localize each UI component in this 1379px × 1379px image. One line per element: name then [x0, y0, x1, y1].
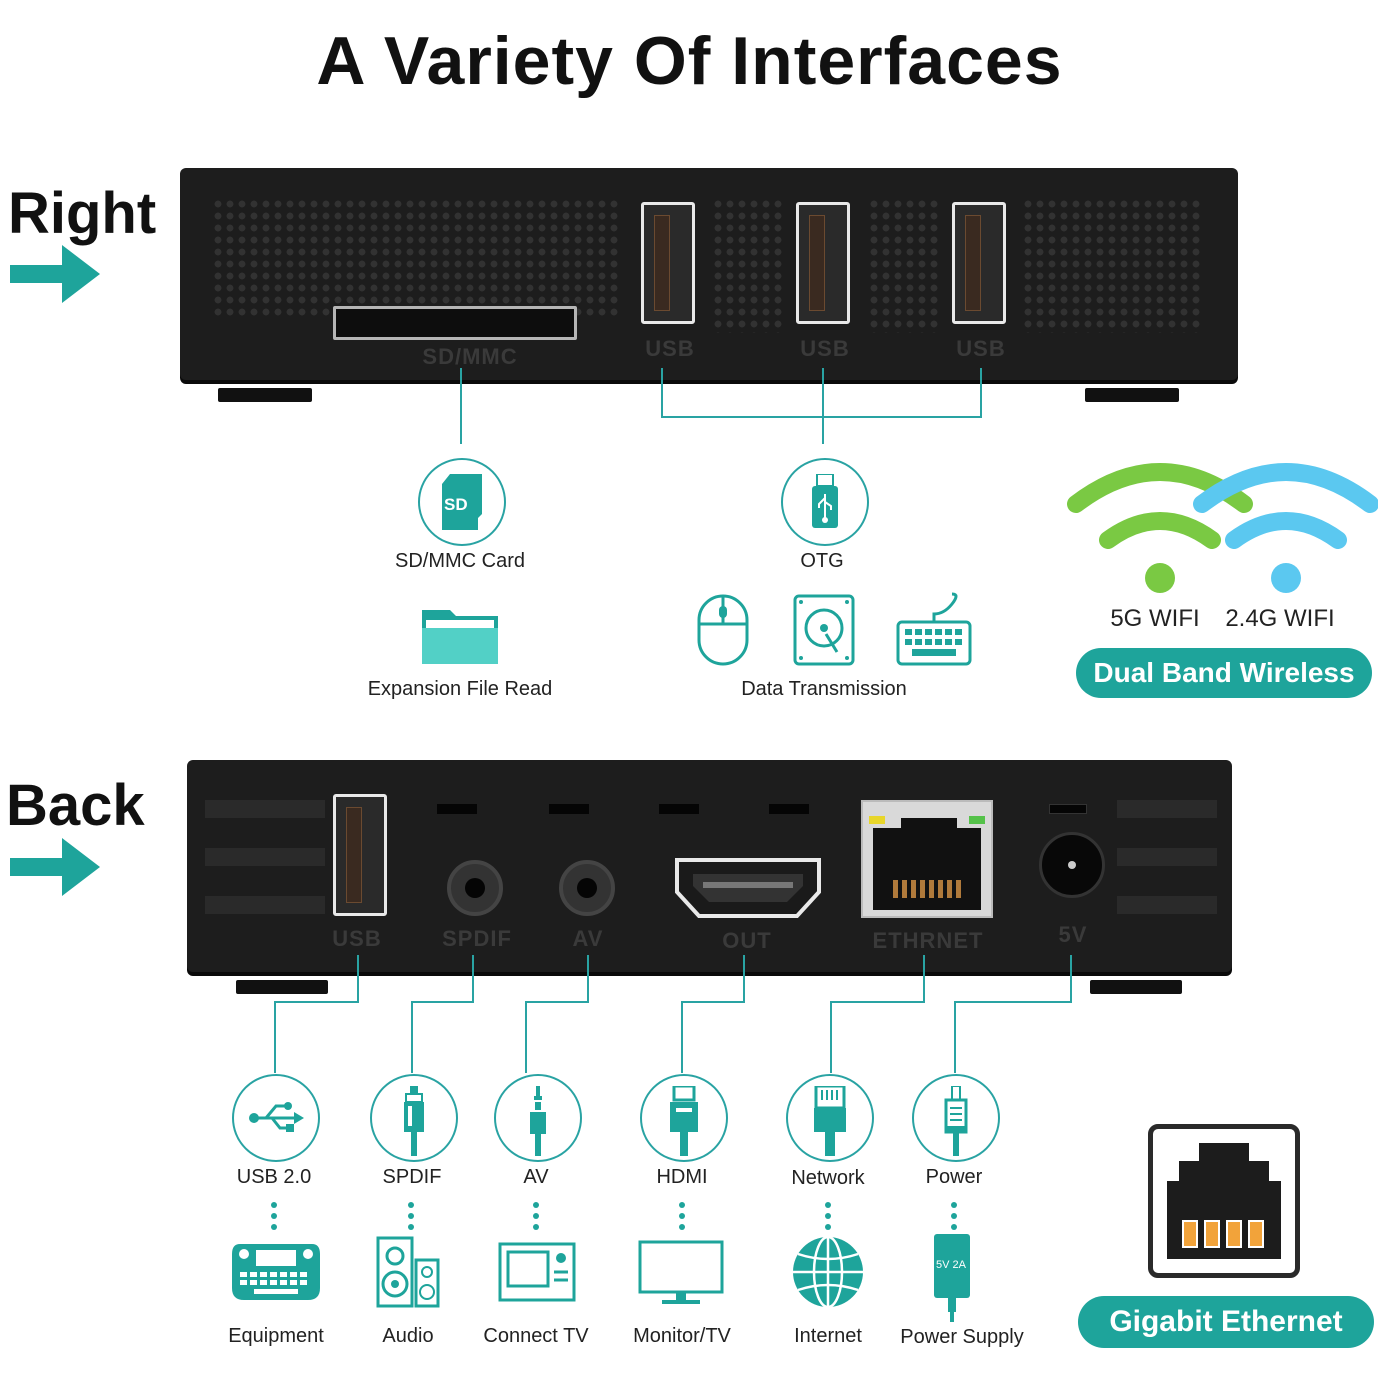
dc-power-jack[interactable]: [1039, 832, 1105, 898]
dual-band-badge: Dual Band Wireless: [1076, 648, 1372, 698]
mini-keyboard-icon: [232, 1244, 320, 1300]
wifi-24g-label: 2.4G WIFI: [1225, 605, 1335, 632]
port-label: Network: [791, 1167, 865, 1189]
spdif-jack[interactable]: [447, 860, 503, 916]
sd-engraving: SD/MMC: [422, 344, 518, 369]
speakers-icon: [376, 1236, 440, 1308]
port-label: SPDIF: [382, 1166, 442, 1188]
usb-port-2[interactable]: [796, 202, 850, 324]
back-arrow-icon: [10, 838, 100, 896]
vent-grill: [712, 198, 782, 333]
dot-separator: [679, 1202, 685, 1235]
port-label: AV: [523, 1166, 549, 1188]
vent-grill: [1022, 198, 1202, 333]
folder-icon: [422, 610, 498, 664]
device-label: Internet: [794, 1325, 862, 1347]
page-title: A Variety Of Interfaces: [316, 23, 1063, 99]
connector-line: [661, 416, 982, 418]
right-label: Right: [8, 181, 157, 246]
otg-circle: [781, 458, 869, 546]
rj45-cable-icon: [814, 1086, 846, 1156]
tv-icon: [498, 1242, 576, 1302]
right-device-panel: SD/MMC USB USB USB: [180, 168, 1238, 380]
device-foot: [236, 980, 328, 994]
gigabit-ethernet-badge: Gigabit Ethernet: [1078, 1296, 1374, 1348]
usb-symbol-icon: [249, 1102, 304, 1132]
device-foot: [218, 388, 312, 402]
device-label: Equipment: [228, 1325, 324, 1347]
av-engraving: AV: [572, 926, 604, 951]
mouse-icon: [697, 594, 749, 666]
port-label: HDMI: [656, 1166, 708, 1188]
data-transmission-label: Data Transmission: [741, 678, 907, 700]
power-engraving: 5V: [1058, 922, 1088, 947]
right-arrow-icon: [10, 245, 100, 303]
otg-label: OTG: [800, 550, 844, 572]
ethernet-engraving: ETHRNET: [872, 928, 984, 953]
hard-disk-icon: [793, 594, 855, 666]
port-label: USB 2.0: [236, 1166, 312, 1188]
device-label: Power Supply: [900, 1326, 1024, 1348]
device-foot: [1085, 388, 1179, 402]
ethernet-port[interactable]: [861, 800, 993, 918]
usb-engraving: USB: [645, 336, 695, 361]
sd-card-label: SD/MMC Card: [394, 550, 525, 572]
vent-grill: [212, 198, 622, 318]
back-usb-port[interactable]: [333, 794, 387, 916]
optical-cable-icon: [404, 1086, 424, 1156]
sd-icon-text: SD: [444, 495, 468, 514]
connector-line: [822, 368, 824, 444]
sd-card-slot[interactable]: [333, 306, 577, 340]
keyboard-icon: [896, 592, 972, 666]
av-circle: [494, 1074, 582, 1162]
dot-separator: [533, 1202, 539, 1235]
sd-card-circle: SD: [418, 458, 506, 546]
power-plug-icon: [944, 1086, 968, 1156]
wifi-5g-label: 5G WIFI: [1110, 605, 1200, 632]
usb-stick-icon: [812, 474, 838, 528]
ethernet-jack-illustration: [1148, 1124, 1300, 1278]
rj45-jack-icon: [1167, 1143, 1281, 1259]
connector-line: [980, 368, 982, 418]
device-label: Audio: [382, 1325, 434, 1347]
globe-icon: [793, 1235, 863, 1309]
connector-line: [460, 368, 462, 444]
usb-engraving: USB: [800, 336, 850, 361]
usb-port-3[interactable]: [952, 202, 1006, 324]
dot-separator: [951, 1202, 957, 1235]
network-circle: [786, 1074, 874, 1162]
usb-port-1[interactable]: [641, 202, 695, 324]
av-jack[interactable]: [559, 860, 615, 916]
usb-engraving: USB: [956, 336, 1006, 361]
monitor-icon: [638, 1240, 724, 1304]
power-adapter-icon: 5V 2A: [934, 1234, 970, 1322]
out-engraving: OUT: [722, 928, 772, 953]
dot-separator: [408, 1202, 414, 1235]
spdif-circle: [370, 1074, 458, 1162]
hdmi-circle: [640, 1074, 728, 1162]
device-label: Connect TV: [483, 1325, 589, 1347]
sd-card-icon: SD: [442, 474, 482, 530]
av-cable-icon: [530, 1086, 546, 1156]
dual-wifi-icon: [1067, 463, 1378, 593]
dot-separator: [271, 1202, 277, 1235]
power-circle: [912, 1074, 1000, 1162]
hdmi-cable-icon: [670, 1086, 698, 1156]
expansion-label: Expansion File Read: [367, 678, 553, 700]
connector-line: [661, 368, 663, 418]
device-foot: [1090, 980, 1182, 994]
dot-separator: [825, 1202, 831, 1235]
usb-engraving: USB: [332, 926, 382, 951]
port-label: Power: [925, 1166, 983, 1188]
adapter-text: 5V 2A: [936, 1259, 967, 1271]
vent-grill: [868, 198, 938, 333]
device-label: Monitor/TV: [633, 1325, 731, 1347]
back-device-panel: USB SPDIF AV OUT ETHRNET 5V: [187, 760, 1232, 972]
spdif-engraving: SPDIF: [442, 926, 512, 951]
usb-circle: [232, 1074, 320, 1162]
back-label: Back: [6, 773, 145, 838]
hdmi-port[interactable]: [673, 856, 823, 920]
